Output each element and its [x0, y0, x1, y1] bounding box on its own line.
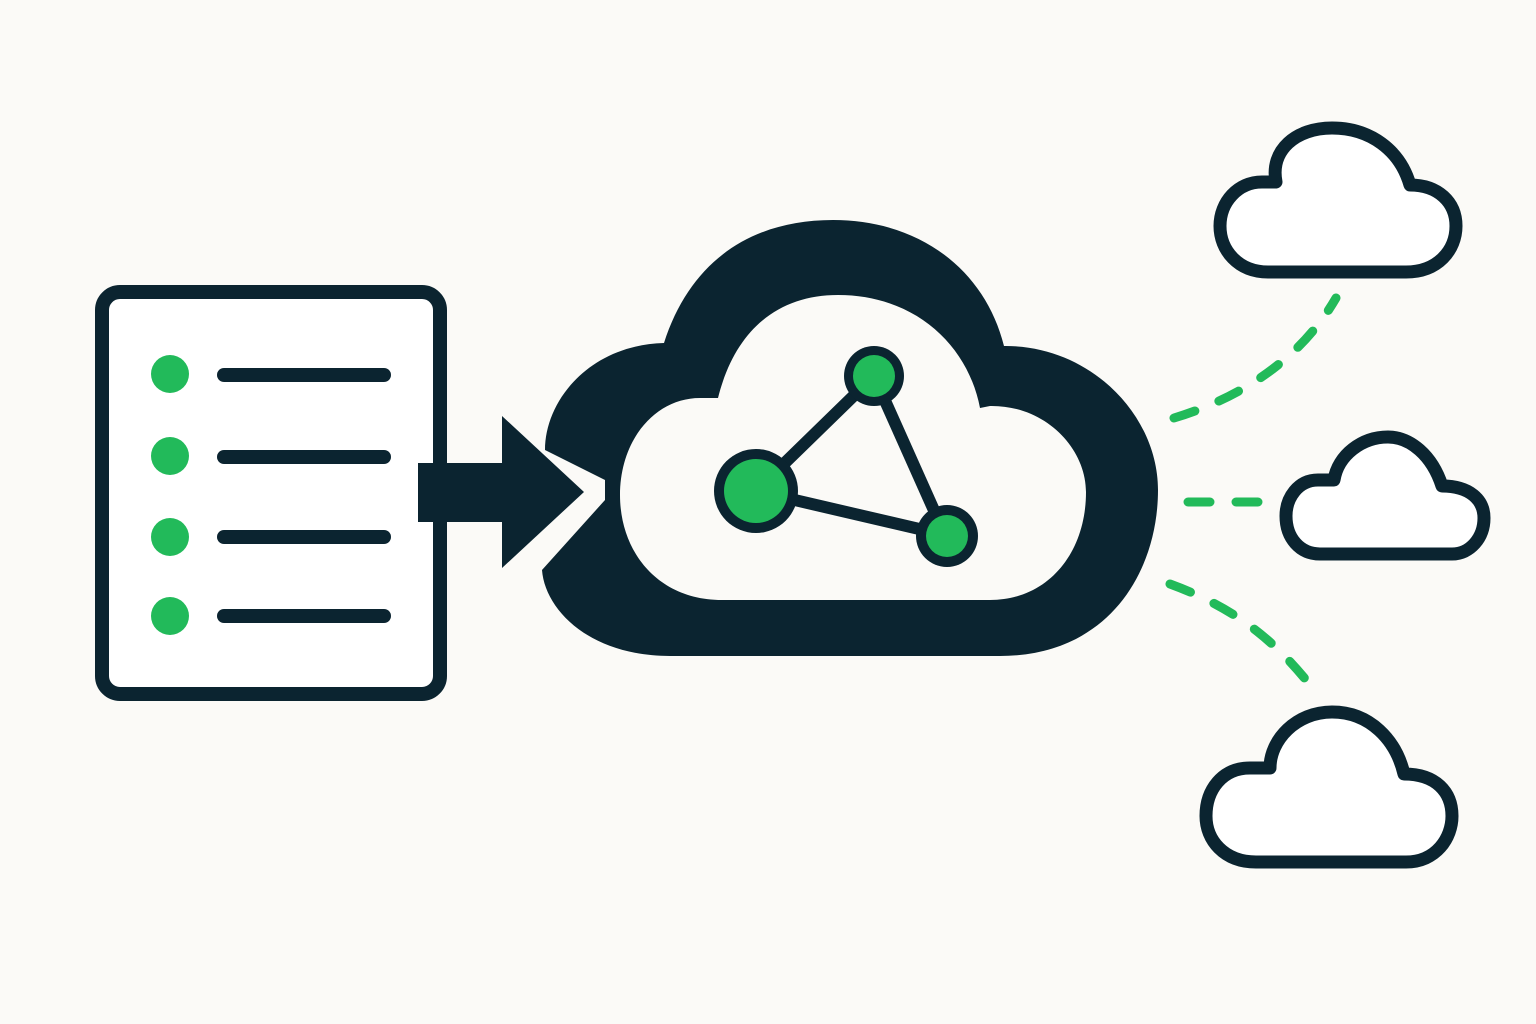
cloud-outline-icon — [1279, 430, 1491, 561]
network-node-icon — [724, 459, 788, 523]
dashed-links — [1165, 293, 1341, 685]
cloud-outline-icon — [1213, 121, 1463, 279]
bullet-dot-icon — [151, 518, 189, 556]
hub-cloud-shape — [542, 220, 1158, 656]
list-item — [151, 597, 391, 635]
network-node-icon — [926, 515, 968, 557]
network-graph — [714, 346, 978, 567]
cloud-outline-icon — [1199, 705, 1459, 869]
dashed-link-bottom — [1165, 579, 1311, 685]
bullet-dot-icon — [151, 437, 189, 475]
list-document-icon — [95, 285, 447, 701]
network-node-icon — [853, 355, 895, 397]
target-cloud-top — [1213, 121, 1463, 279]
target-cloud-middle — [1279, 430, 1491, 561]
list-item — [151, 355, 391, 393]
bullet-dot-icon — [151, 597, 189, 635]
list-item — [151, 518, 391, 556]
arrow-right-icon — [418, 416, 584, 568]
cloud-network-icon — [542, 220, 1158, 656]
dashed-link-top — [1169, 293, 1341, 423]
target-cloud-bottom — [1199, 705, 1459, 869]
document-frame — [95, 285, 447, 701]
bullet-dot-icon — [151, 355, 189, 393]
list-item — [151, 437, 391, 475]
